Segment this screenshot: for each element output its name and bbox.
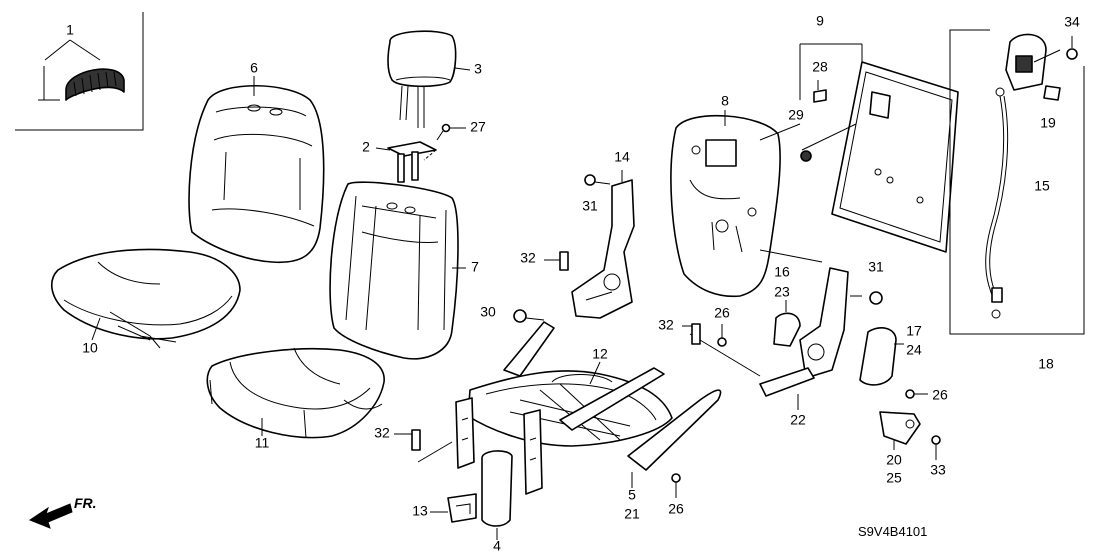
part-15: 15 (1034, 178, 1050, 194)
front-label: FR. (74, 495, 97, 511)
part-21: 21 (624, 506, 640, 522)
recliner-cover (859, 327, 904, 386)
seat-back-cover (188, 76, 325, 264)
screw-27 (436, 123, 466, 141)
clip-row (65, 68, 125, 101)
part-9: 9 (816, 13, 824, 29)
arrow-icon (28, 503, 73, 529)
seat-cushion-cover (51, 248, 241, 349)
part-11: 11 (255, 435, 270, 451)
part-10: 10 (82, 340, 98, 356)
part-32-bottom: 32 (374, 425, 390, 441)
part-13: 13 (412, 503, 428, 519)
part-26-mid: 26 (714, 305, 730, 321)
part-26-right: 26 (932, 387, 948, 403)
part-6: 6 (250, 60, 258, 76)
headrest-guide (375, 141, 437, 183)
part-23: 23 (774, 284, 790, 300)
leg-cover-bracket (430, 493, 477, 523)
headrest (387, 30, 471, 128)
part-22: 22 (790, 412, 806, 428)
fasteners (394, 36, 1078, 498)
release-cable-assembly (949, 29, 1085, 335)
seat-back-frame (670, 110, 781, 298)
part-16: 16 (774, 264, 790, 280)
side-cover (627, 389, 722, 488)
seat-cushion-frame (467, 321, 673, 447)
recliner-bracket-right (689, 249, 849, 410)
part-12: 12 (592, 346, 608, 362)
part-31-left: 31 (582, 198, 598, 214)
part-24: 24 (906, 342, 922, 358)
part-31-right: 31 (868, 259, 884, 275)
seat-cushion-pad (206, 347, 385, 439)
part-2: 2 (362, 139, 370, 155)
part-8: 8 (721, 93, 729, 109)
part-28: 28 (812, 59, 828, 75)
part-number-labels: 1 2 3 4 5 6 7 8 9 10 11 12 13 14 15 16 1… (66, 13, 1080, 553)
recliner-bracket-left (571, 170, 635, 319)
front-direction-indicator: FR. (28, 495, 97, 529)
part-19: 19 (1040, 115, 1056, 131)
seat-back-pad (329, 181, 466, 360)
part-30: 30 (480, 304, 496, 320)
part-5: 5 (628, 487, 636, 503)
diagram-code: S9V4B4101 (858, 524, 927, 539)
part-7: 7 (471, 259, 479, 275)
part-33: 33 (930, 462, 946, 478)
part-26-bottom: 26 (668, 501, 684, 517)
part-3: 3 (474, 61, 482, 77)
part-14: 14 (614, 149, 630, 165)
part-29: 29 (788, 107, 804, 123)
lower-bracket (879, 411, 921, 450)
leg-supports (455, 397, 543, 495)
part-34: 34 (1064, 14, 1080, 30)
part-27: 27 (470, 119, 486, 135)
part-4: 4 (493, 538, 501, 553)
part-18: 18 (1038, 356, 1054, 372)
part-32-mid: 32 (658, 317, 674, 333)
part-20: 20 (886, 452, 902, 468)
part-17: 17 (906, 323, 922, 339)
part-1: 1 (66, 22, 74, 38)
part-25: 25 (886, 470, 902, 486)
part-32-left: 32 (520, 250, 536, 266)
rail-cover (481, 450, 513, 540)
seat-back-panel (799, 43, 959, 253)
clip-kit (15, 12, 144, 131)
